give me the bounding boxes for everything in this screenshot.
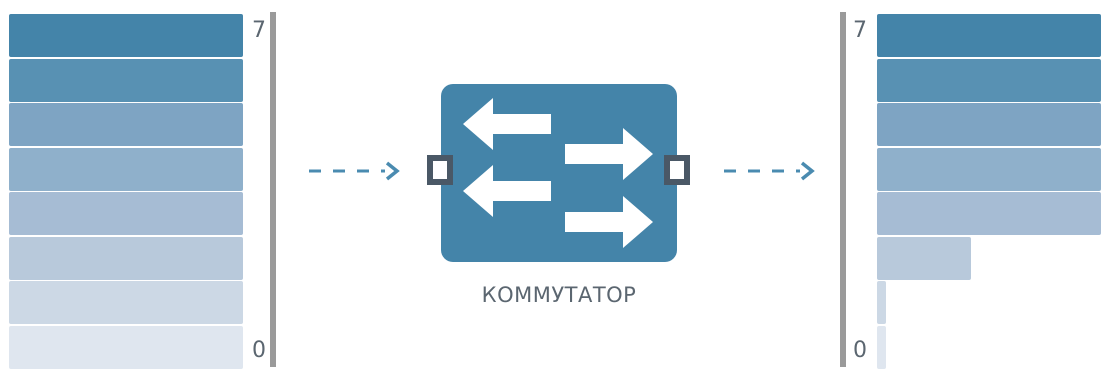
left-queue-bottom-label: 0	[252, 338, 266, 363]
left-queue-bar-level-1	[9, 281, 243, 324]
left-queue-bar-level-4	[9, 147, 243, 191]
left-queue-bar-level-7	[9, 14, 243, 57]
right-queue-top-label: 7	[853, 18, 867, 43]
right-queue-bar-level-7	[877, 14, 1101, 57]
right-queue-bar-level-4	[877, 147, 1101, 191]
right-queue-bar-level-0	[877, 325, 886, 369]
left-queue-bar-level-3	[9, 192, 243, 235]
input-port-icon	[427, 155, 453, 185]
left-queue-top-label: 7	[252, 18, 266, 43]
left-queue-bar-level-0	[9, 325, 243, 369]
outgoing-flow-arrow-icon	[724, 161, 815, 181]
switch-label: КОММУТАТОР	[481, 283, 637, 307]
incoming-flow-arrow-icon	[309, 161, 400, 181]
right-queue-bottom-label: 0	[853, 338, 867, 363]
left-queue-bar-level-2	[9, 236, 243, 280]
right-queue-axis-line	[840, 12, 846, 367]
switch-box	[441, 84, 677, 262]
left-queue-bar-level-6	[9, 58, 243, 102]
left-queue-bar-level-5	[9, 103, 243, 146]
right-queue-bar-level-1	[877, 281, 886, 324]
right-queue-bar-level-5	[877, 103, 1101, 146]
left-queue-axis-line	[270, 12, 276, 367]
switch-arrows-icon	[463, 98, 653, 248]
output-port-icon	[664, 155, 690, 185]
right-queue-bar-level-2	[877, 236, 971, 280]
right-queue-bar-level-3	[877, 192, 1101, 235]
right-queue-bar-level-6	[877, 58, 1101, 102]
